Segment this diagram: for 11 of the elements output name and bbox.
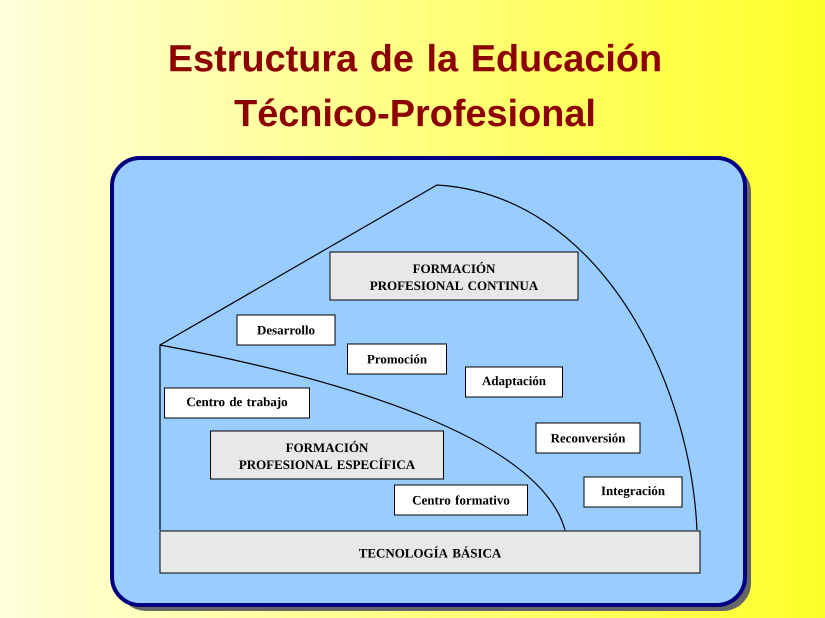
dotted-box: FORMACIÓN PROFESIONAL ESPECÍFICA [210,430,444,480]
label-box: Desarrollo [236,314,336,346]
label-box: Reconversión [536,422,640,454]
dotted-box: TECNOLOGÍA BÁSICA [160,530,700,574]
label-box: Promoción [347,344,447,374]
label-box: Integración [584,476,682,508]
label-box: Adaptación [465,366,563,398]
label-box: Centro formativo [394,484,528,516]
dotted-box: FORMACIÓN PROFESIONAL CONTINUA [330,252,578,300]
label-box: Centro de trabajo [164,388,310,418]
title: Estructura de la Educación Técnico-Profesional [170,44,660,126]
